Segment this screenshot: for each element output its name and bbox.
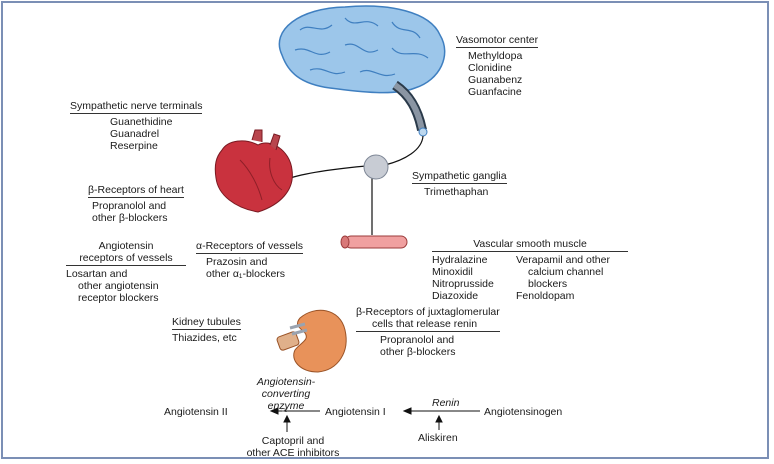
drug-juxta-beta-blockers: other β-blockers	[380, 346, 456, 358]
drug-juxta-propranolol: Propranolol and	[380, 334, 455, 346]
drug-other-angiotensin: other angiotensin	[78, 280, 159, 292]
drug-thiazides: Thiazides, etc	[172, 332, 237, 344]
angiotensin-i: Angiotensin I	[325, 406, 386, 418]
captopril-line-1: Captopril and	[261, 435, 325, 447]
juxtaglomerular-title-1: β-Receptors of juxtaglomerular	[356, 306, 500, 318]
alpha-vessels-title: α-Receptors of vessels	[196, 240, 304, 254]
aliskiren-label: Aliskiren	[418, 432, 458, 444]
angiotensin-receptors-title-2: receptors of vessels	[66, 252, 186, 266]
ras-arrows	[269, 407, 480, 432]
nerve-pathways	[289, 135, 424, 235]
vessel-illustration	[340, 235, 408, 249]
drug-methyldopa: Methyldopa	[468, 50, 523, 62]
angiotensinogen: Angiotensinogen	[484, 406, 563, 418]
drug-alpha1-blockers: other α₁-blockers	[206, 268, 286, 280]
alpha-vessels-label: α-Receptors of vessels Prazosin and othe…	[196, 240, 304, 280]
drug-receptor-blockers: receptor blockers	[78, 292, 159, 304]
blocked-symbol: ≈	[281, 403, 288, 417]
drug-propranolol: Propranolol and	[92, 200, 167, 212]
drug-guanabenz: Guanabenz	[468, 74, 523, 86]
sympathetic-ganglion	[363, 154, 389, 180]
angiotensin-ii: Angiotensin II	[164, 406, 228, 418]
drug-guanethidine: Guanethidine	[110, 116, 173, 128]
drug-hydralazine: Hydralazine	[432, 254, 488, 266]
nerve-terminals-title: Sympathetic nerve terminals	[70, 100, 203, 114]
nerve-terminals-label: Sympathetic nerve terminals Guanethidine…	[70, 100, 203, 152]
kidney-illustration	[276, 309, 347, 373]
beta-heart-title: β-Receptors of heart	[88, 184, 184, 198]
kidney-tubules-title: Kidney tubules	[172, 316, 241, 330]
vasomotor-center-title: Vasomotor center	[456, 34, 539, 48]
vascular-smooth-muscle-title: Vascular smooth muscle	[432, 238, 628, 252]
drug-beta-blockers: other β-blockers	[92, 212, 168, 224]
ganglia-label: Sympathetic ganglia Trimethaphan	[412, 170, 507, 198]
ace-label: Angiotensin- converting enzyme	[246, 376, 326, 412]
drug-guanfacine: Guanfacine	[468, 86, 522, 98]
beta-heart-label: β-Receptors of heart Propranolol and oth…	[88, 184, 184, 224]
drug-blockers: blockers	[528, 278, 568, 290]
ace-line-1: Angiotensin-	[256, 376, 316, 388]
renin-label: Renin	[432, 397, 460, 409]
vasomotor-center-label: Vasomotor center Methyldopa Clonidine Gu…	[456, 34, 539, 98]
drug-losartan: Losartan and	[66, 268, 128, 280]
angiotensin-receptors-label: Angiotensin receptors of vessels Losarta…	[66, 240, 186, 304]
ace-line-3: enzyme	[267, 400, 305, 412]
drug-nitroprusside: Nitroprusside	[432, 278, 494, 290]
juxtaglomerular-title-2: cells that release renin	[356, 318, 500, 332]
vascular-smooth-muscle-label: Vascular smooth muscle Hydralazine Minox…	[432, 238, 628, 302]
drug-minoxidil: Minoxidil	[432, 266, 473, 278]
angiotensin-receptors-title-1: Angiotensin	[98, 240, 154, 252]
drug-calcium-channel: calcium channel	[528, 266, 604, 278]
drug-reserpine: Reserpine	[110, 140, 158, 152]
drug-trimethaphan: Trimethaphan	[424, 186, 489, 198]
kidney-tubules-label: Kidney tubules Thiazides, etc	[172, 316, 241, 344]
ace-line-2: converting	[261, 388, 311, 400]
drug-guanadrel: Guanadrel	[110, 128, 160, 140]
drug-diazoxide: Diazoxide	[432, 290, 479, 302]
drug-clonidine: Clonidine	[468, 62, 512, 74]
ace-inhibitors-label: Captopril and other ACE inhibitors	[238, 435, 348, 459]
drug-fenoldopam: Fenoldopam	[516, 290, 575, 302]
brain-illustration	[278, 5, 446, 137]
ganglia-title: Sympathetic ganglia	[412, 170, 507, 184]
drug-prazosin: Prazosin and	[206, 256, 268, 268]
captopril-line-2: other ACE inhibitors	[246, 447, 340, 459]
drug-verapamil: Verapamil and other	[516, 254, 610, 266]
heart-illustration	[214, 129, 293, 213]
juxtaglomerular-label: β-Receptors of juxtaglomerular cells tha…	[356, 306, 500, 358]
